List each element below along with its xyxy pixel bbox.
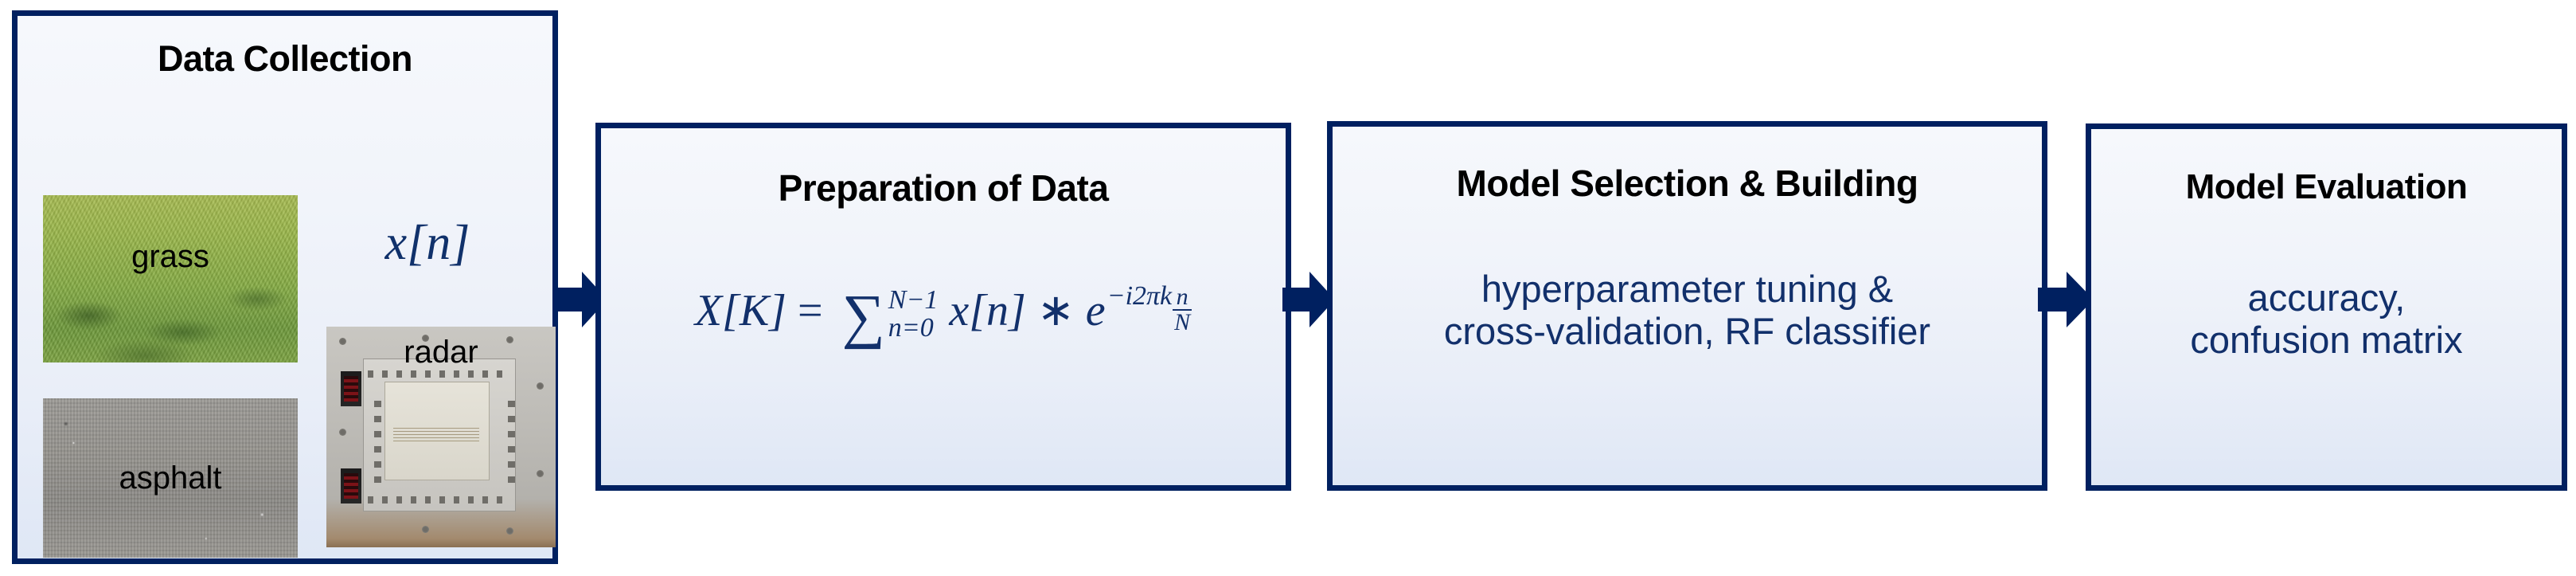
radar-pin-row-bottom [368, 496, 509, 504]
arrow-data-collection-to-preparation [555, 268, 607, 331]
photo-asphalt: asphalt [43, 398, 298, 558]
stage-subtitle-model-evaluation: accuracy, confusion matrix [2091, 276, 2562, 361]
radar-pin-column-left [374, 397, 381, 483]
formula-exponent-denominator: N [1174, 309, 1191, 335]
radar-screw [339, 429, 346, 436]
stage-title-model-evaluation: Model Evaluation [2185, 167, 2468, 206]
radar-pin-row-top [368, 370, 509, 378]
radar-connector-lower [341, 468, 361, 504]
radar-screw [422, 335, 429, 342]
formula-base: e [1085, 286, 1106, 335]
stage-box-data-collection[interactable]: Data Collection grass asphalt [12, 10, 558, 564]
formula-exponent-numerator: n [1173, 285, 1192, 311]
radar-screw [537, 470, 544, 477]
radar-screw [506, 527, 513, 535]
radar-board-antenna-array [384, 382, 490, 480]
formula-exponent-lead: −i2πk [1107, 281, 1173, 311]
photo-caption-grass: grass [131, 239, 209, 274]
radar-screw [422, 526, 429, 533]
formula-sum-upper: N−1 [888, 285, 939, 315]
photo-caption-radar: radar [404, 335, 478, 370]
formula-operator: ∗ [1036, 286, 1075, 335]
stage-title-model-selection-building: Model Selection & Building [1456, 163, 1918, 204]
subtitle-line: accuracy, [2247, 276, 2406, 319]
photo-radar: radar [326, 327, 556, 547]
radar-connector-upper [341, 371, 361, 406]
stage-title-data-collection: Data Collection [157, 38, 413, 79]
radar-board-substrate [363, 359, 516, 511]
stage-box-model-evaluation[interactable]: Model Evaluation accuracy, confusion mat… [2086, 123, 2567, 491]
formula-sum-symbol: ∑ [841, 283, 885, 350]
stage-title-preparation-of-data: Preparation of Data [778, 167, 1109, 209]
subtitle-line: cross-validation, RF classifier [1443, 309, 1931, 352]
stage-subtitle-model-selection-building: hyperparameter tuning & cross-validation… [1333, 268, 2042, 352]
photo-caption-asphalt: asphalt [119, 460, 222, 496]
radar-screw [339, 338, 346, 345]
formula-sum-lower: n=0 [888, 313, 934, 343]
photo-grass: grass [43, 195, 298, 362]
formula-lhs: X[K] [694, 286, 786, 335]
radar-screw [506, 336, 513, 343]
formula-equals: = [797, 286, 823, 335]
arrow-preparation-to-model-selection [1282, 268, 1335, 331]
formula-term: x[n] [949, 286, 1026, 335]
radar-screw [537, 382, 544, 390]
subtitle-line: hyperparameter tuning & [1481, 268, 1894, 310]
subtitle-line: confusion matrix [2190, 318, 2463, 361]
radar-pin-column-right [508, 397, 515, 483]
signal-label-xn: x[n] [384, 216, 470, 270]
stage-box-model-selection-building[interactable]: Model Selection & Building hyperparamete… [1327, 121, 2047, 491]
arrow-model-selection-to-model-evaluation [2038, 268, 2094, 331]
